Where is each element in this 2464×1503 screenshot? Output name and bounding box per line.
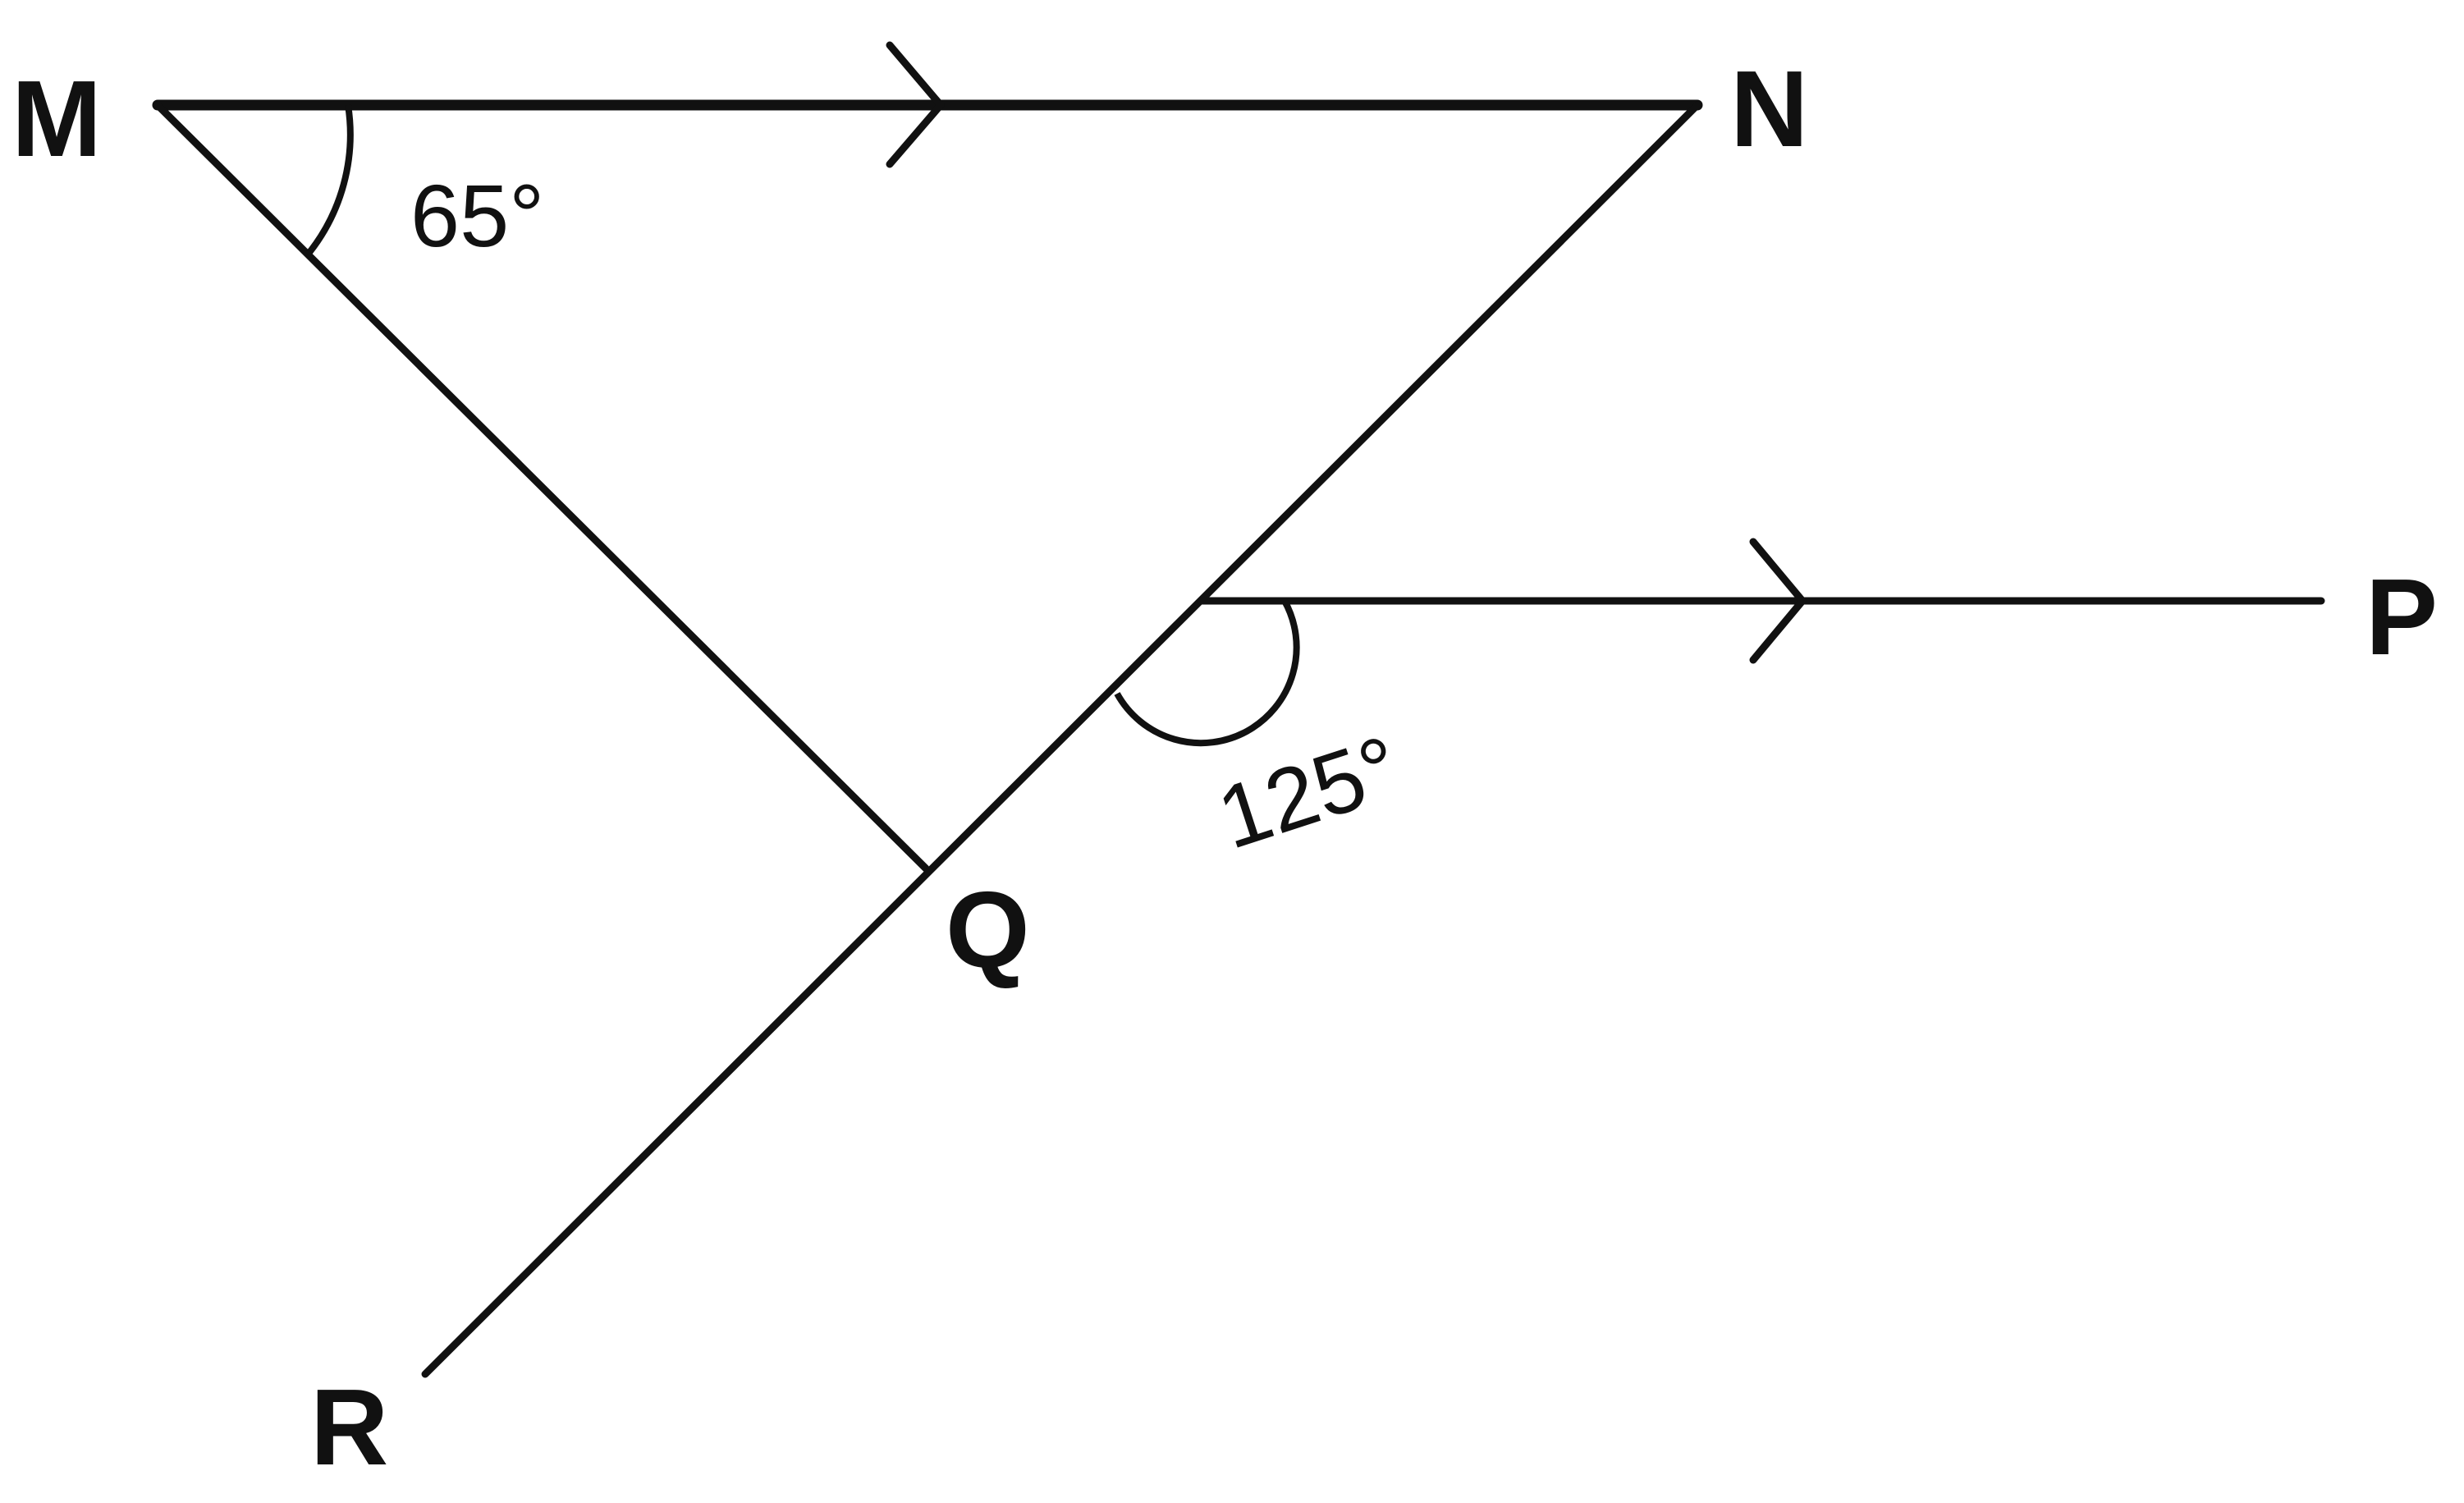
angle-arc-m [305,104,354,257]
angle-label-65: 65° [410,166,544,265]
label-m: M [11,58,102,179]
label-r: R [310,1367,388,1487]
label-q: Q [946,869,1030,990]
angle-arc-125 [1114,599,1300,747]
label-n: N [1730,48,1808,169]
segment-mq [153,101,930,873]
parallel-arrow-mn [886,41,945,168]
segment-nr [421,101,1701,1378]
parallel-arrow-p [1749,538,1807,664]
label-p: P [2366,557,2438,677]
